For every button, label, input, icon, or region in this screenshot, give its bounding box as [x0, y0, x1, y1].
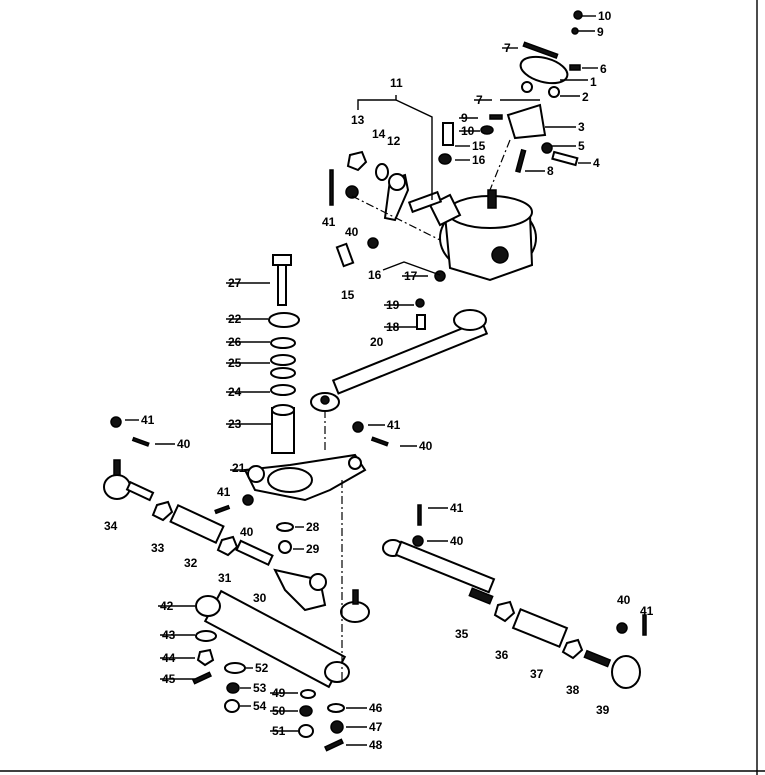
callout-label-27: 27	[228, 276, 242, 290]
callout-label-1: 1	[590, 75, 597, 89]
drag-link	[310, 309, 489, 412]
callout-label-41: 41	[322, 215, 336, 229]
callout-label-46: 46	[369, 701, 383, 715]
callout-label-5: 5	[578, 139, 585, 153]
assembly-line	[489, 139, 511, 191]
callout-label-52: 52	[255, 661, 269, 675]
callout-bracket-11b	[395, 99, 433, 200]
steering-damper	[192, 589, 350, 752]
callout-label-47: 47	[369, 720, 383, 734]
callout-label-16: 16	[368, 268, 382, 282]
callout-label-44: 44	[162, 651, 176, 665]
callout-label-39: 39	[596, 703, 610, 717]
callout-label-18: 18	[386, 320, 400, 334]
callout-label-19: 19	[386, 298, 400, 312]
callout-label-25: 25	[228, 356, 242, 370]
callout-label-6: 6	[600, 62, 607, 76]
callout-label-7: 7	[476, 93, 483, 107]
callout-label-21: 21	[232, 461, 246, 475]
idler-arm	[243, 453, 367, 502]
callout-label-35: 35	[455, 627, 469, 641]
callout-label-51: 51	[272, 724, 286, 738]
callout-bracket-16-17	[382, 261, 441, 276]
callout-label-2: 2	[582, 90, 589, 104]
callout-label-20: 20	[370, 335, 384, 349]
callout-label-42: 42	[160, 599, 174, 613]
callout-label-41: 41	[387, 418, 401, 432]
left-tie-rod	[103, 459, 370, 623]
callout-label-16: 16	[472, 153, 486, 167]
callout-label-49: 49	[272, 686, 286, 700]
callout-label-3: 3	[578, 120, 585, 134]
callout-label-11: 11	[390, 76, 403, 90]
callout-label-17: 17	[404, 269, 418, 283]
callout-label-48: 48	[369, 738, 383, 752]
callout-label-10: 10	[598, 9, 612, 23]
callout-label-28: 28	[306, 520, 320, 534]
callout-label-31: 31	[218, 571, 232, 585]
idler-arm-stack	[268, 254, 300, 454]
callout-label-4: 4	[593, 156, 600, 170]
callout-label-8: 8	[547, 164, 554, 178]
pitman-arm	[329, 150, 446, 330]
callout-label-41: 41	[450, 501, 464, 515]
assembly-line	[351, 195, 441, 241]
callout-label-13: 13	[351, 113, 365, 127]
callout-label-12: 12	[387, 134, 401, 148]
callout-label-15: 15	[472, 139, 486, 153]
callout-label-29: 29	[306, 542, 320, 556]
callout-label-9: 9	[597, 25, 604, 39]
callout-label-36: 36	[495, 648, 509, 662]
callout-label-40: 40	[177, 437, 191, 451]
callout-label-40: 40	[419, 439, 433, 453]
callout-label-50: 50	[272, 704, 286, 718]
steering-gear-box	[407, 189, 537, 282]
right-tie-rod	[382, 504, 647, 689]
callout-label-33: 33	[151, 541, 165, 555]
callout-label-32: 32	[184, 556, 198, 570]
callout-label-24: 24	[228, 385, 242, 399]
callout-label-54: 54	[253, 699, 267, 713]
callout-label-23: 23	[228, 417, 242, 431]
callout-label-53: 53	[253, 681, 267, 695]
callout-label-7: 7	[504, 41, 511, 55]
callout-label-22: 22	[228, 312, 242, 326]
callout-label-26: 26	[228, 335, 242, 349]
callout-label-38: 38	[566, 683, 580, 697]
callout-label-41: 41	[217, 485, 231, 499]
callout-label-10: 10	[461, 124, 475, 138]
gear-cover-parts	[438, 10, 583, 174]
callout-label-37: 37	[530, 667, 544, 681]
fasteners	[110, 416, 389, 554]
callout-label-41: 41	[640, 604, 654, 618]
callout-bracket-11	[357, 95, 397, 110]
callout-label-30: 30	[253, 591, 267, 605]
callout-label-15: 15	[341, 288, 355, 302]
callout-label-41: 41	[141, 413, 155, 427]
callout-label-14: 14	[372, 127, 386, 141]
callout-label-40: 40	[345, 225, 359, 239]
callout-label-9: 9	[461, 111, 468, 125]
callout-label-40: 40	[240, 525, 254, 539]
callout-label-40: 40	[617, 593, 631, 607]
callout-label-45: 45	[162, 672, 176, 686]
callout-label-43: 43	[162, 628, 176, 642]
callout-label-40: 40	[450, 534, 464, 548]
callout-label-34: 34	[104, 519, 118, 533]
